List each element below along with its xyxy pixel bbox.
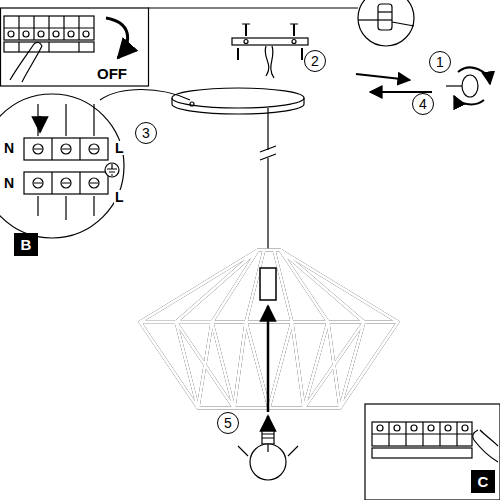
wire-name: N [3,141,15,155]
wire-connector [378,4,392,30]
node-text: 1 [436,55,444,69]
light-bulb [238,430,298,480]
terminal-strip [372,422,472,458]
node-text: B [21,237,32,252]
node-text: 2 [311,54,319,68]
wire-name: L [114,141,125,155]
turn-off-arrow [106,18,128,58]
switch-on-panel [365,404,500,500]
zoom-circle [0,94,124,238]
terminal-strip [4,16,94,52]
callout-number: 2 [304,50,326,72]
finger [10,44,42,82]
lamp-socket [260,268,276,300]
node-text: 5 [224,416,232,430]
node-text: 4 [419,97,427,111]
mains-terminal-block [24,104,108,220]
switch-state: OFF [96,66,128,81]
callout-number: 4 [412,93,434,115]
callout-number: 1 [429,51,451,73]
zoom-leader [100,90,190,101]
switch-panel [1,8,149,86]
step-letter: C [471,470,495,493]
callout-number: 3 [135,122,157,144]
node-text: C [478,474,489,489]
mounting-bracket [232,24,308,78]
wire-name: N [3,176,15,190]
canopy [172,88,304,114]
detail-circle [358,0,414,46]
step-letter: B [14,233,38,256]
hand [473,430,498,462]
insert-arrow [267,306,270,412]
node-text: 3 [142,126,150,140]
arrow-in [356,74,410,80]
callout-number: 5 [217,412,239,434]
panel-edge [148,7,358,8]
earth-symbol [105,163,119,177]
fingertip [34,42,42,46]
fixing-nut [446,68,490,105]
suspension-rod [260,108,276,250]
wire-name: L [114,190,125,204]
